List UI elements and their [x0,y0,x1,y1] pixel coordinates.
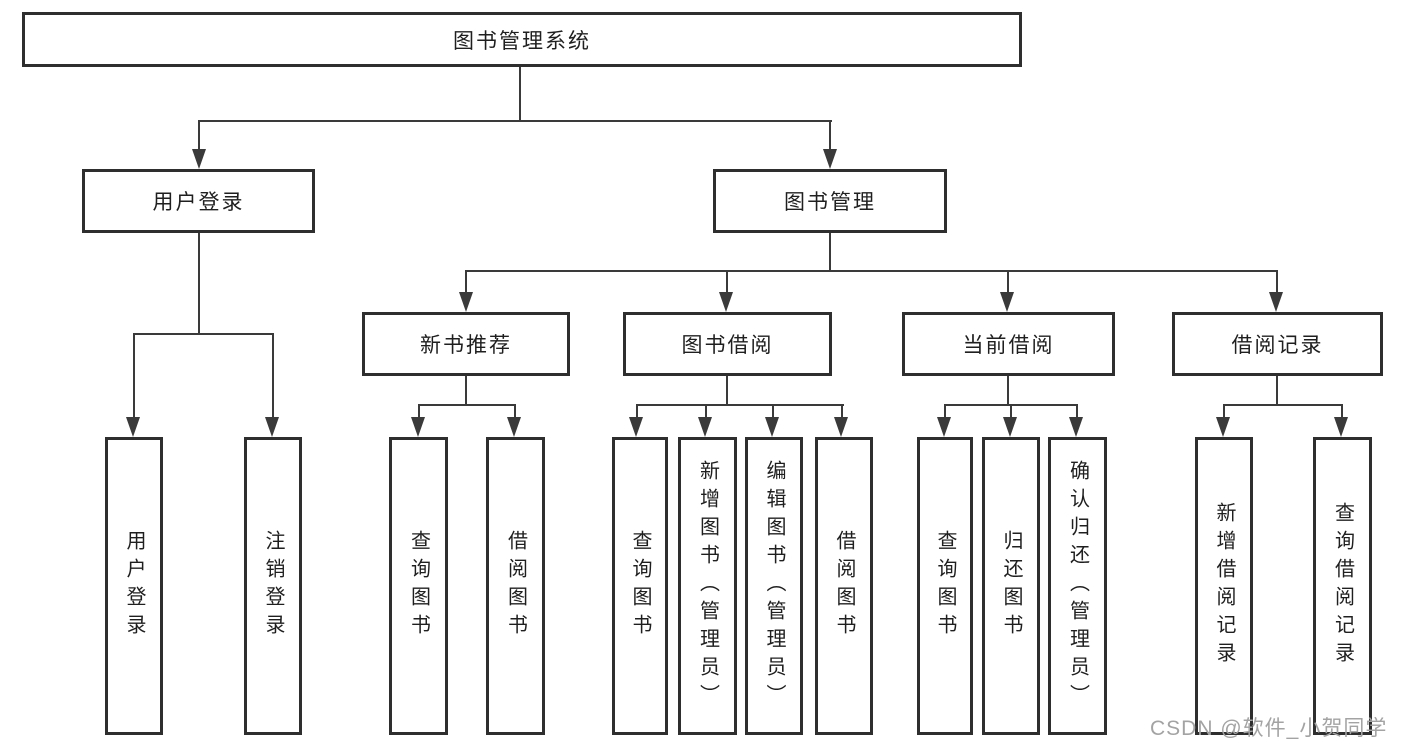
node-current-borrowing: 当前借阅 [902,312,1115,376]
connector-line [1007,271,1009,293]
node-label: 新书推荐 [420,334,512,357]
connector-line [636,405,638,418]
node-label: 查询图书 [934,530,956,642]
node-borrowing-records: 借阅记录 [1172,312,1383,376]
connector-line [465,376,467,405]
connector-line [829,121,831,151]
arrowhead-down-icon [1216,417,1230,437]
arrowhead-down-icon [1003,417,1017,437]
connector-line [133,334,135,418]
node-label: 用户登录 [152,191,245,214]
arrowhead-down-icon [1000,292,1014,312]
leaf-query-books-current: 查询图书 [917,437,973,735]
node-label: 查询图书 [407,530,430,642]
connector-line [829,233,831,271]
arrowhead-down-icon [1269,292,1283,312]
node-book-management: 图书管理 [713,169,947,233]
leaf-add-borrow-record: 新增借阅记录 [1195,437,1253,735]
leaf-query-books-recommend: 查询图书 [389,437,448,735]
leaf-edit-book-admin: 编辑图书（管理员） [745,437,803,735]
arrowhead-down-icon [459,292,473,312]
node-book-borrowing: 图书借阅 [623,312,832,376]
node-label: 注销登录 [262,530,284,642]
node-label: 新增图书（管理员） [696,460,719,712]
arrowhead-down-icon [1334,417,1348,437]
node-label: 查询图书 [629,530,651,642]
arrowhead-down-icon [126,417,140,437]
leaf-borrow-books-borrowing: 借阅图书 [815,437,873,735]
arrowhead-down-icon [507,417,521,437]
arrowhead-down-icon [265,417,279,437]
connector-line [772,405,774,418]
arrowhead-down-icon [834,417,848,437]
connector-line [726,376,728,405]
connector-line [841,405,843,418]
leaf-confirm-return-admin: 确认归还（管理员） [1048,437,1107,735]
node-user-login: 用户登录 [82,169,315,233]
leaf-query-books-borrowing: 查询图书 [612,437,668,735]
node-new-book-recommendation: 新书推荐 [362,312,570,376]
node-label: 图书管理 [784,191,876,214]
leaf-query-borrow-record: 查询借阅记录 [1313,437,1372,735]
node-label: 当前借阅 [962,334,1055,357]
connector-line [198,120,832,122]
connector-line [272,334,274,418]
connector-line [1341,405,1343,418]
node-label: 用户登录 [123,530,145,642]
node-label: 借阅图书 [833,530,855,642]
node-label: 图书借阅 [681,334,774,357]
leaf-logout: 注销登录 [244,437,302,735]
node-label: 图书管理系统 [453,29,591,53]
connector-line [1076,405,1078,418]
connector-line [514,405,516,418]
node-label: 归还图书 [1000,530,1022,642]
node-label: 借阅图书 [504,530,527,642]
connector-line [726,271,728,293]
connector-line [1276,271,1278,293]
connector-line [133,333,274,335]
connector-line [1007,376,1009,405]
node-label: 确认归还（管理员） [1066,460,1089,712]
connector-line [465,270,1278,272]
connector-line [1223,404,1343,406]
leaf-add-book-admin: 新增图书（管理员） [678,437,737,735]
leaf-user-login: 用户登录 [105,437,163,735]
connector-line [705,405,707,418]
node-label: 编辑图书（管理员） [763,460,785,712]
connector-line [418,405,420,418]
connector-line [198,121,200,151]
connector-line [198,233,200,334]
arrowhead-down-icon [629,417,643,437]
arrowhead-down-icon [192,149,206,169]
node-root-library-system: 图书管理系统 [22,12,1022,67]
leaf-borrow-books-recommend: 借阅图书 [486,437,545,735]
connector-line [418,404,516,406]
arrowhead-down-icon [765,417,779,437]
arrowhead-down-icon [937,417,951,437]
leaf-return-book: 归还图书 [982,437,1040,735]
node-label: 新增借阅记录 [1213,502,1235,670]
connector-line [944,405,946,418]
connector-line [1010,405,1012,418]
connector-line [1223,405,1225,418]
node-label: 借阅记录 [1231,334,1324,357]
arrowhead-down-icon [719,292,733,312]
watermark: CSDN @软件_小贺同学 [1150,717,1388,740]
connector-line [1276,376,1278,405]
arrowhead-down-icon [411,417,425,437]
node-label: 查询借阅记录 [1331,502,1354,670]
arrowhead-down-icon [1069,417,1083,437]
connector-line [636,404,844,406]
arrowhead-down-icon [698,417,712,437]
arrowhead-down-icon [823,149,837,169]
connector-line [465,271,467,293]
connector-line [519,67,521,122]
